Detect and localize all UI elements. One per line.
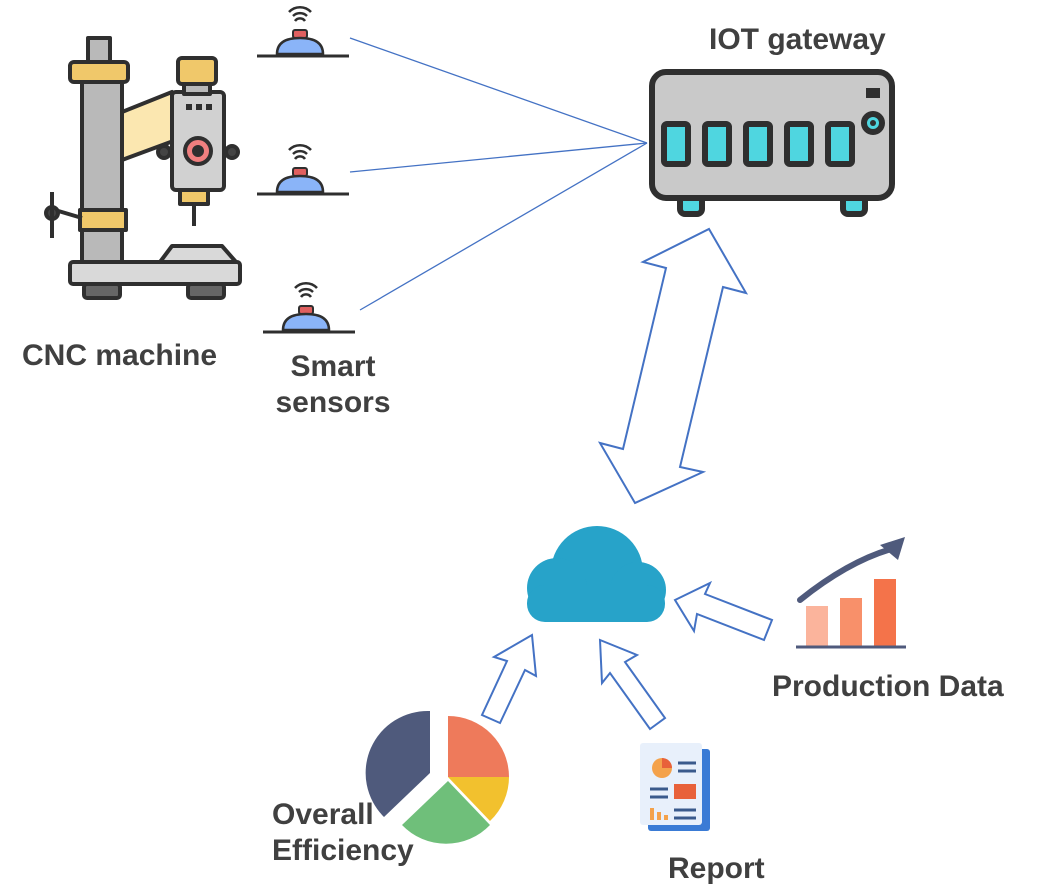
connector-line	[359, 142, 648, 311]
gateway-cloud-double-arrow	[597, 227, 749, 505]
pie-chart-icon	[365, 710, 509, 844]
production-to-cloud-arrow	[673, 580, 774, 642]
report-label: Report	[668, 852, 765, 885]
connector-line	[349, 142, 648, 173]
smart-sensors-label-line1: Smart	[290, 350, 376, 383]
report-document-icon	[640, 743, 710, 831]
smart-sensors-label-line2: sensors	[275, 386, 391, 419]
wireless-sensor-icon	[257, 5, 349, 58]
bar-chart-growth-icon	[796, 537, 906, 649]
cloud-icon	[527, 526, 666, 622]
smart-sensors-label: Smart sensors	[268, 349, 398, 421]
sensor-gateway-connectors	[349, 37, 648, 311]
iot-gateway-icon	[649, 69, 895, 217]
overall-efficiency-label: Overall Efficiency	[272, 797, 414, 869]
overall-efficiency-label-line1: Overall	[272, 798, 374, 831]
overall-efficiency-label-line2: Efficiency	[272, 834, 414, 867]
wireless-sensor-icon	[257, 143, 349, 196]
cnc-machine-label: CNC machine	[22, 339, 218, 372]
wireless-sensor-icon	[263, 281, 355, 334]
production-data-label: Production Data	[772, 670, 1004, 703]
cnc-machine-icon	[44, 36, 242, 300]
report-to-cloud-arrow	[598, 638, 667, 731]
connector-line	[349, 37, 648, 144]
iot-gateway-label: IOT gateway	[709, 23, 886, 56]
efficiency-to-cloud-arrow	[480, 633, 538, 725]
